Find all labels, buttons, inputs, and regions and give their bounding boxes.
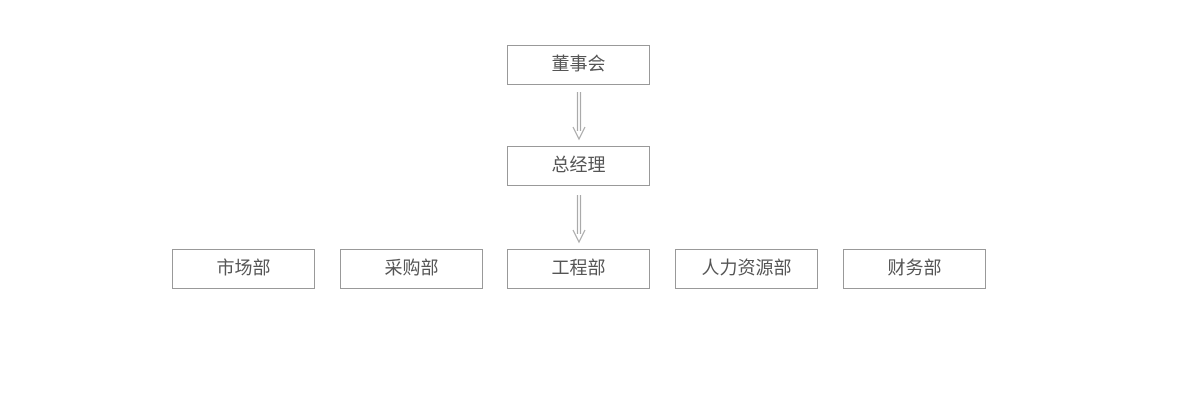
department-box-human-resources: 人力资源部 [675, 249, 818, 289]
board-box: 董事会 [507, 45, 650, 85]
down-arrow-icon [572, 92, 586, 141]
department-box-engineering: 工程部 [507, 249, 650, 289]
general-manager-box: 总经理 [507, 146, 650, 186]
department-box-procurement: 采购部 [340, 249, 483, 289]
department-box-marketing: 市场部 [172, 249, 315, 289]
department-box-finance: 财务部 [843, 249, 986, 289]
down-arrow-icon [572, 195, 586, 244]
